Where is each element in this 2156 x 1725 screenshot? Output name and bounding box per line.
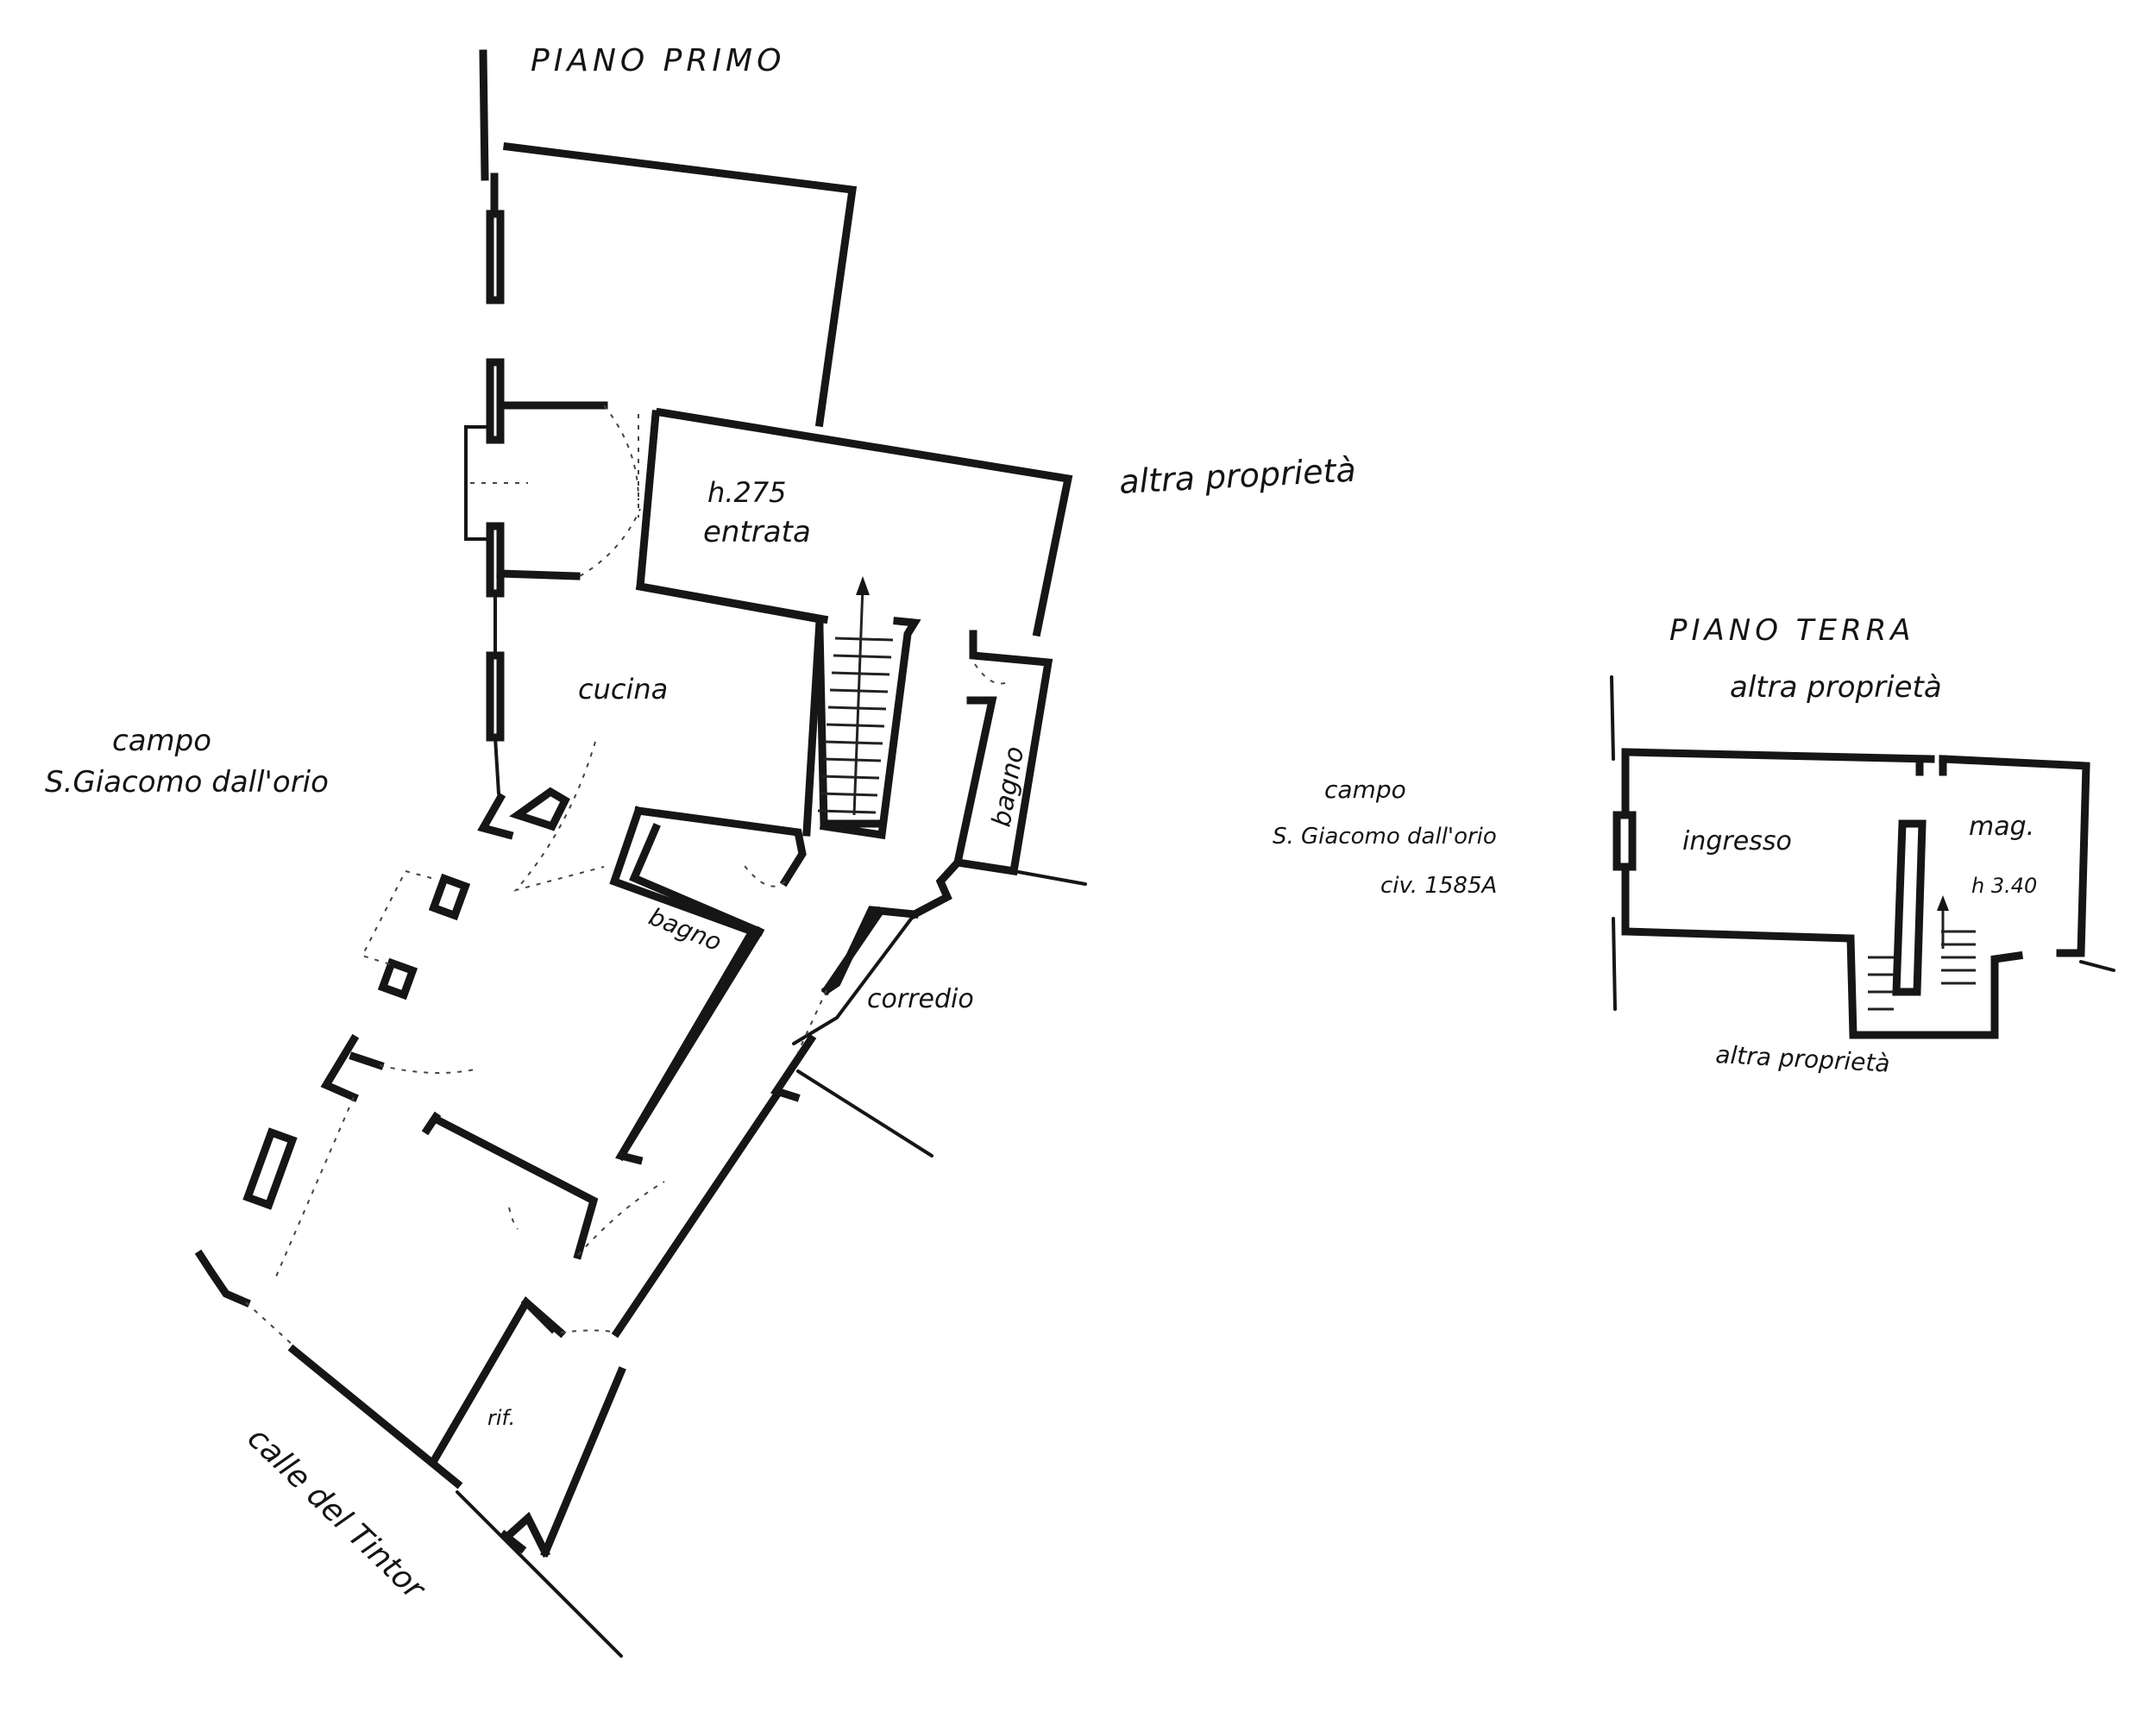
entrance-south-wall <box>635 581 829 624</box>
ground-entrance-label: ingresso <box>1682 826 1792 856</box>
corridor-wall-lower <box>770 906 886 1102</box>
lift-door-swing <box>560 1329 618 1333</box>
corridor-opening <box>797 989 827 1053</box>
staircase-walls <box>802 617 921 840</box>
corner-pier-1 <box>320 1033 385 1102</box>
upper-room-walls <box>479 49 858 428</box>
lift-label: rif. <box>487 1406 515 1430</box>
ground-door-pier <box>1612 811 1637 871</box>
kitchen-door-swing <box>513 741 605 892</box>
entrance-height-label: h.275 <box>707 476 787 509</box>
storage-height-label: h 3.40 <box>1971 874 2037 898</box>
door-swing-2 <box>579 508 641 577</box>
ground-right-boundary <box>2079 960 2115 972</box>
street-label: calle del Tintor <box>241 1421 433 1608</box>
corridor-east-line <box>792 913 916 1045</box>
door-swing-lower-3 <box>508 1207 519 1230</box>
door-swing-lower-2 <box>577 1181 665 1256</box>
left-facade-line-2 <box>493 736 500 795</box>
first-floor-heading: PIANO PRIMO <box>531 43 785 78</box>
adjacent-owner-ground-bottom: altra proprietà <box>1715 1040 1891 1078</box>
window-pier-2 <box>486 358 505 444</box>
adjacent-owner-first-floor: altra proprietà <box>1118 451 1357 501</box>
window-pier-6 <box>377 957 418 1000</box>
square-label-first-line1: campo <box>112 724 211 758</box>
ground-stair-treads <box>1868 895 1976 1011</box>
east-boundary <box>796 869 1087 1157</box>
lift-room-walls <box>430 1296 567 1464</box>
window-pier-4 <box>486 651 505 742</box>
central-wall <box>421 925 765 1260</box>
ground-notch <box>1915 755 1947 776</box>
window-pier-1 <box>486 210 505 304</box>
facade-gap <box>245 1096 355 1346</box>
small-bathroom-door-swing <box>741 862 786 888</box>
street-facade-wall <box>287 1344 551 1559</box>
square-label-first-line2: S.Giacomo dall'orio <box>45 765 329 800</box>
ground-room-outline <box>1622 748 2090 1039</box>
street-corner <box>499 1529 527 1554</box>
kitchen-label: cucina <box>578 673 668 706</box>
partition-2 <box>496 569 581 580</box>
ground-floor-plan: PIANO TERRA altra proprietà campo S. Gia… <box>1273 613 2115 1078</box>
bathroom-door-swing <box>974 663 1010 685</box>
kitchen-corner-walls <box>477 787 570 840</box>
courtyard-label: corredio <box>867 984 974 1014</box>
civic-number-label: civ. 1585A <box>1380 873 1497 899</box>
ground-left-boundary <box>1610 675 1615 761</box>
ground-stair-pier <box>1892 819 1927 996</box>
window-pier-3 <box>486 522 505 598</box>
corner-pier-2 <box>194 1249 251 1308</box>
door-swing-1 <box>603 405 639 518</box>
balcony-lower <box>361 869 432 965</box>
adjacent-owner-ground-top: altra proprietà <box>1730 670 1942 705</box>
small-bathroom-inner <box>629 823 764 937</box>
door-swing-lower-1 <box>379 1064 475 1074</box>
window-pier-5 <box>428 873 471 921</box>
square-label-ground-line1: campo <box>1324 775 1406 804</box>
ground-floor-heading: PIANO TERRA <box>1669 613 1915 648</box>
entrance-label: entrata <box>703 515 811 549</box>
square-label-ground-line2: S. Giacomo dall'orio <box>1273 824 1497 850</box>
balcony-outline <box>464 425 492 541</box>
first-floor-plan: PIANO PRIMO h.275 entrata altra propriet… <box>45 43 1357 1658</box>
street-line <box>456 1490 623 1658</box>
corridor-inner-wall <box>540 1089 783 1558</box>
storage-label: mag. <box>1969 812 2034 842</box>
ground-left-boundary-lower <box>1612 917 1617 1011</box>
stair-treads <box>817 576 894 816</box>
facade-pier-2 <box>242 1127 298 1210</box>
